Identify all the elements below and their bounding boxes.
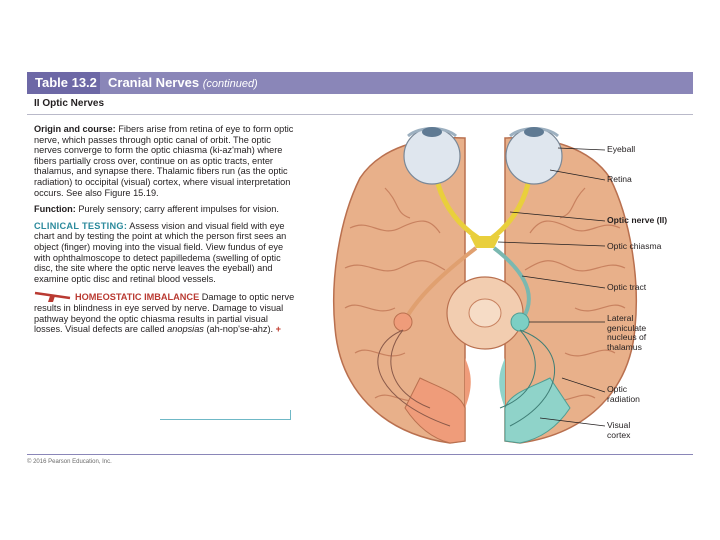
optic-chiasma xyxy=(470,236,500,248)
label-optic-tract: Optic tract xyxy=(607,283,646,293)
table-number: Table 13.2 xyxy=(35,75,97,90)
label-retina: Retina xyxy=(607,175,632,185)
label-lgn: Lateral geniculate nucleus of thalamus xyxy=(607,314,646,352)
copyright: © 2016 Pearson Education, Inc. xyxy=(27,459,112,465)
function-text: Purely sensory; carry afferent impulses … xyxy=(76,204,279,214)
table-title: Cranial Nerves (continued) xyxy=(108,75,258,90)
plus-marker: + xyxy=(276,324,281,334)
anopsias-pronunciation: (ah-nop'se-ahz). xyxy=(204,324,273,334)
origin-text: Fibers arise from retina of eye to form … xyxy=(34,124,293,198)
description-column: Origin and course: Fibers arise from ret… xyxy=(34,124,296,341)
label-optic-chiasma: Optic chiasma xyxy=(607,242,661,252)
label-cortex-line2: cortex xyxy=(607,431,630,441)
clinical-label: CLINICAL TESTING: xyxy=(34,221,127,231)
lgn-left xyxy=(394,313,412,331)
origin-paragraph: Origin and course: Fibers arise from ret… xyxy=(34,124,296,198)
homeostatic-paragraph: HOMEOSTATIC IMBALANCE Damage to optic ne… xyxy=(34,290,296,334)
label-optic-radiation: Optic radiation xyxy=(607,385,640,404)
table-header: Table 13.2 Cranial Nerves (continued) xyxy=(27,72,693,94)
label-eyeball: Eyeball xyxy=(607,145,635,155)
label-lgn-line4: thalamus xyxy=(607,343,646,353)
table-title-suffix: (continued) xyxy=(203,78,258,90)
anopsias-term: anopsias xyxy=(167,324,204,334)
function-label: Function: xyxy=(34,204,76,214)
function-paragraph: Function: Purely sensory; carry afferent… xyxy=(34,204,296,215)
footer-rule xyxy=(27,454,693,455)
origin-label: Origin and course: xyxy=(34,124,116,134)
clinical-paragraph: CLINICAL TESTING: Assess vision and visu… xyxy=(34,221,296,285)
label-visual-cortex: Visual cortex xyxy=(607,421,630,440)
table-title-text: Cranial Nerves xyxy=(108,75,199,90)
seesaw-imbalance-icon xyxy=(34,290,72,302)
label-optic-nerve: Optic nerve (II) xyxy=(607,216,667,226)
subheading: II Optic Nerves xyxy=(34,98,104,109)
homeostatic-label: HOMEOSTATIC IMBALANCE xyxy=(75,292,199,302)
lgn-right xyxy=(511,313,529,331)
homeostatic-rule xyxy=(160,410,291,420)
label-radiation-line2: radiation xyxy=(607,395,640,405)
